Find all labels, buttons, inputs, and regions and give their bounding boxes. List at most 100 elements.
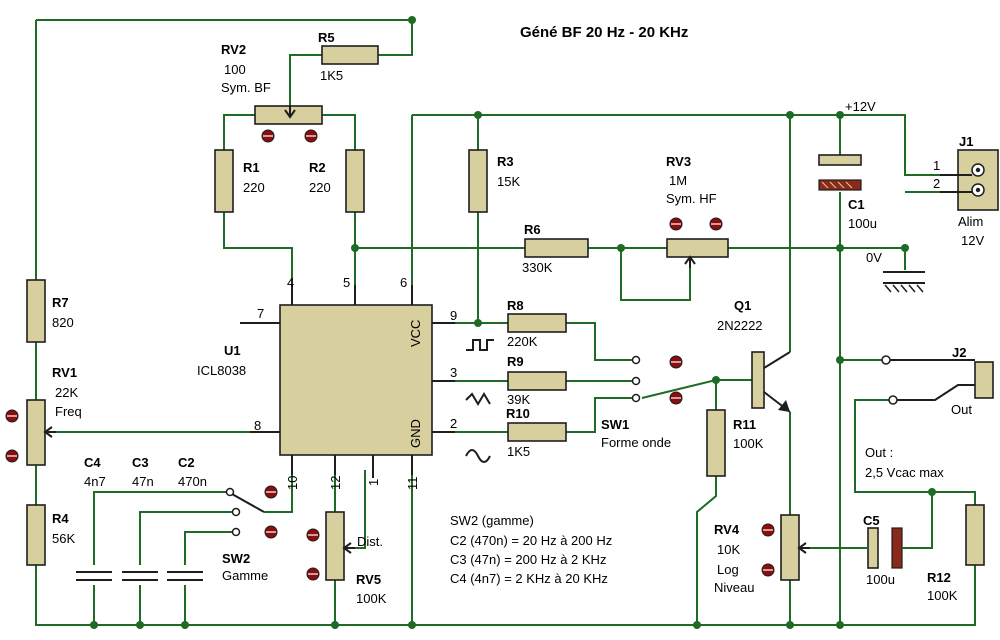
- resistor-r2: [345, 149, 365, 213]
- r12-value: 100K: [927, 588, 958, 603]
- c2-value: 470n: [178, 474, 207, 489]
- pin-7: 7: [257, 306, 264, 321]
- c5-value: 100u: [866, 572, 895, 587]
- r5-value: 1K5: [320, 68, 343, 83]
- rv1-ref: RV1: [52, 365, 77, 380]
- j2-desc: Out: [951, 402, 972, 417]
- c1-value: 100u: [848, 216, 877, 231]
- capacitor-c3: [122, 571, 158, 581]
- capacitor-c1: [818, 154, 862, 191]
- r3-value: 15K: [497, 174, 520, 189]
- pin-9: 9: [450, 308, 457, 323]
- c3-value: 47n: [132, 474, 154, 489]
- ground-icon: [883, 271, 925, 293]
- sine-wave-icon: [465, 449, 491, 463]
- r6-ref: R6: [524, 222, 541, 237]
- pin-8: 8: [254, 418, 261, 433]
- pin-2: 2: [450, 416, 457, 431]
- gamme-line-3: C4 (4n7) = 2 KHz à 20 KHz: [450, 571, 608, 586]
- r10-value: 1K5: [507, 444, 530, 459]
- rv5-desc: Dist.: [357, 534, 383, 549]
- sw1-desc: Forme onde: [601, 435, 671, 450]
- r11-ref: R11: [733, 417, 756, 432]
- r4-value: 56K: [52, 531, 75, 546]
- out-note-line1: Out :: [865, 445, 893, 460]
- j1-pin1: 1: [933, 158, 940, 173]
- resistor-r12: [965, 504, 985, 566]
- connector-j1: [940, 149, 999, 211]
- resistor-r6: [524, 238, 589, 258]
- pin-6: 6: [400, 275, 407, 290]
- gamme-heading: SW2 (gamme): [450, 513, 534, 528]
- switch-sw1: [631, 355, 683, 405]
- potentiometer-rv4: [761, 514, 810, 581]
- waveform-icons: [465, 339, 494, 463]
- rv1-desc: Freq: [55, 404, 82, 419]
- pin-10: 10: [285, 476, 300, 490]
- r1-ref: R1: [243, 160, 260, 175]
- rv3-ref: RV3: [666, 154, 691, 169]
- potentiometer-rv1: [5, 399, 56, 466]
- c4-value: 4n7: [84, 474, 106, 489]
- resistor-r3: [468, 149, 488, 213]
- sw1-ref: SW1: [601, 417, 629, 432]
- j1-desc2: 12V: [961, 233, 984, 248]
- potentiometer-rv3: [666, 217, 729, 268]
- wires: [35, 19, 976, 626]
- potentiometer-rv5: [306, 511, 355, 581]
- r9-value: 39K: [507, 392, 530, 407]
- resistor-r10: [507, 422, 567, 442]
- vplus-label: +12V: [845, 99, 876, 114]
- r10-ref: R10: [506, 406, 530, 421]
- pin-4: 4: [287, 275, 294, 290]
- rv4-value: 10K: [717, 542, 740, 557]
- capacitor-c4: [76, 571, 112, 581]
- c1-ref: C1: [848, 197, 865, 212]
- rv2-value: 100: [224, 62, 246, 77]
- potentiometer-rv2: [254, 105, 323, 143]
- pin-5: 5: [343, 275, 350, 290]
- resistor-r5: [321, 45, 379, 65]
- resistor-r9: [507, 371, 567, 391]
- zero-volt-label: 0V: [866, 250, 882, 265]
- rv2-desc: Sym. BF: [221, 80, 271, 95]
- switch-sw2: [225, 485, 278, 539]
- j1-pin2: 2: [933, 176, 940, 191]
- pin-1: 1: [366, 479, 381, 486]
- ic-u1: [240, 285, 455, 478]
- r7-value: 820: [52, 315, 74, 330]
- u1-gnd-label: GND: [408, 419, 423, 448]
- j1-desc1: Alim: [958, 214, 983, 229]
- j2-ref: J2: [952, 345, 966, 360]
- out-note-line2: 2,5 Vcac max: [865, 465, 944, 480]
- r4-ref: R4: [52, 511, 69, 526]
- r11-value: 100K: [733, 436, 764, 451]
- connector-j2: [881, 355, 994, 405]
- triangle-wave-icon: [465, 392, 491, 406]
- capacitor-c5: [865, 527, 905, 569]
- r8-value: 220K: [507, 334, 538, 349]
- rv4-desc1: Log: [717, 562, 739, 577]
- pin-3: 3: [450, 365, 457, 380]
- r7-ref: R7: [52, 295, 69, 310]
- u1-value: ICL8038: [197, 363, 246, 378]
- q1-value: 2N2222: [717, 318, 763, 333]
- sw2-ref: SW2: [222, 551, 250, 566]
- gamme-line-1: C2 (470n) = 20 Hz à 200 Hz: [450, 533, 612, 548]
- pin-12: 12: [328, 476, 343, 490]
- u1-vcc-label: VCC: [408, 320, 423, 347]
- u1-ref: U1: [224, 343, 241, 358]
- resistor-r11: [706, 409, 726, 477]
- resistor-r1: [214, 149, 234, 213]
- j1-ref: J1: [959, 134, 973, 149]
- r12-ref: R12: [927, 570, 951, 585]
- r6-value: 330K: [522, 260, 553, 275]
- rv5-ref: RV5: [356, 572, 381, 587]
- rv5-value: 100K: [356, 591, 387, 606]
- q1-ref: Q1: [734, 298, 751, 313]
- rv3-value: 1M: [669, 173, 687, 188]
- r5-ref: R5: [318, 30, 335, 45]
- c5-ref: C5: [863, 513, 880, 528]
- capacitor-c2: [167, 571, 203, 581]
